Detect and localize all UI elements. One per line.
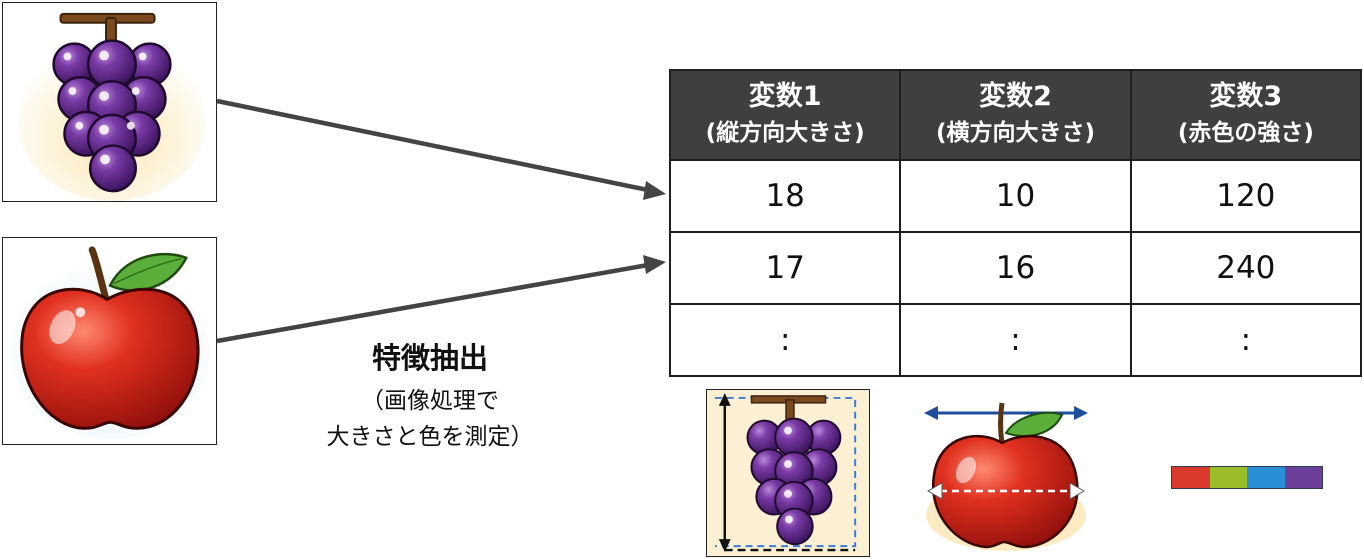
table-cell: 120 <box>1129 159 1363 233</box>
header-title: 変数1 <box>748 81 822 112</box>
header-var3: 変数3 (赤色の強さ) <box>1129 69 1363 161</box>
grape-to-row1-arrow <box>216 98 649 193</box>
header-var1: 変数1 (縦方向大きさ) <box>668 69 902 161</box>
table-row: : : : <box>668 303 1363 377</box>
arrowhead-icon <box>643 181 666 200</box>
apple-width-measure-image <box>922 395 1090 553</box>
arrow-down-icon <box>718 539 731 553</box>
caption-title: 特徴抽出 <box>371 341 488 375</box>
caption-line: （画像処理で <box>361 388 499 414</box>
header-subtitle: (横方向大きさ) <box>935 120 1095 146</box>
arrow-left-icon <box>924 406 938 420</box>
table-cell: 16 <box>899 231 1132 305</box>
color-swatch-red <box>1172 467 1210 488</box>
feature-table: 変数1 (縦方向大きさ) 変数2 (横方向大きさ) 変数3 (赤色の強さ) 18… <box>668 69 1363 377</box>
header-subtitle: (縦方向大きさ) <box>705 120 865 146</box>
arrow-up-icon <box>718 392 731 406</box>
grape-image <box>2 2 217 202</box>
color-swatch-purple <box>1284 467 1322 488</box>
color-swatch-green <box>1209 467 1247 488</box>
table-cell: : <box>668 303 902 377</box>
table-cell: 17 <box>668 231 902 305</box>
table-cell: : <box>1129 303 1363 377</box>
apple-measure-illustration <box>924 402 1088 551</box>
table-cell: 10 <box>899 159 1132 233</box>
header-var2: 変数2 (横方向大きさ) <box>899 69 1132 161</box>
color-swatch-blue <box>1247 467 1285 488</box>
apple-to-row2-arrow <box>216 262 649 344</box>
apple-image <box>2 237 217 445</box>
arrowhead-icon <box>643 255 666 274</box>
arrow-right-icon <box>1074 406 1088 420</box>
color-intensity-bar <box>1171 466 1323 489</box>
grape-illustration <box>17 12 207 201</box>
table-cell: : <box>899 303 1132 377</box>
table-cell: 240 <box>1129 231 1363 305</box>
apple-illustration <box>10 246 210 440</box>
table-row: 17 16 240 <box>668 231 1363 305</box>
caption-line: 大きさと色を測定） <box>326 424 534 450</box>
grape-measure-illustration <box>707 390 869 556</box>
table-header-row: 変数1 (縦方向大きさ) 変数2 (横方向大きさ) 変数3 (赤色の強さ) <box>668 69 1363 161</box>
feature-extraction-caption: 特徴抽出 （画像処理で 大きさと色を測定） <box>300 335 560 455</box>
table-row: 18 10 120 <box>668 159 1363 233</box>
header-subtitle: (赤色の強さ) <box>1177 120 1314 146</box>
header-title: 変数2 <box>979 81 1052 112</box>
table-cell: 18 <box>668 159 902 233</box>
header-title: 変数3 <box>1209 81 1283 112</box>
grape-height-measure-image <box>706 389 870 557</box>
